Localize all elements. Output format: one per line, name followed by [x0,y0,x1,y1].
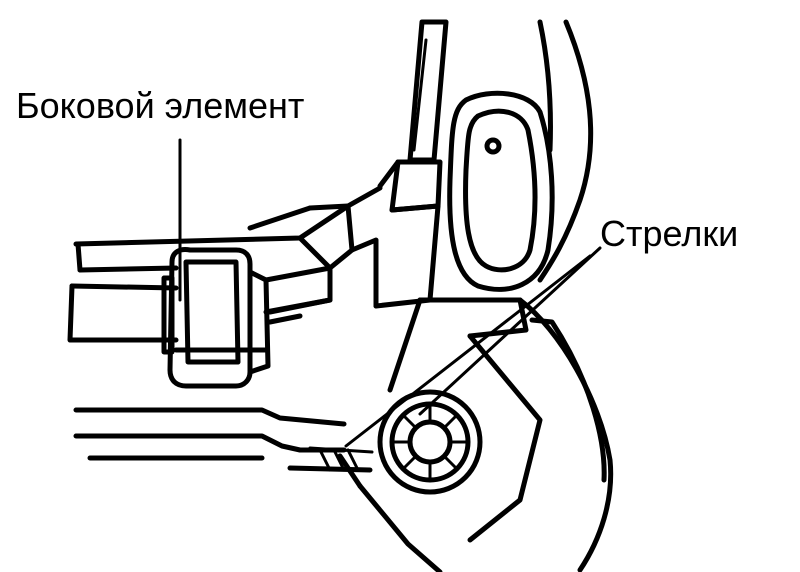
body-shell [537,19,594,283]
vertical-pillar [373,19,449,309]
label-arrows: Стрелки [600,213,739,254]
lower-housing [337,297,614,572]
label-side-member: Боковой элемент [16,85,305,126]
lower-beam [73,407,373,473]
oval-mount [447,90,555,292]
arrows-leader-lines [344,246,602,448]
bolt-tabs [308,446,374,472]
side-member-bracket [161,138,271,389]
frame-beam [67,185,383,343]
